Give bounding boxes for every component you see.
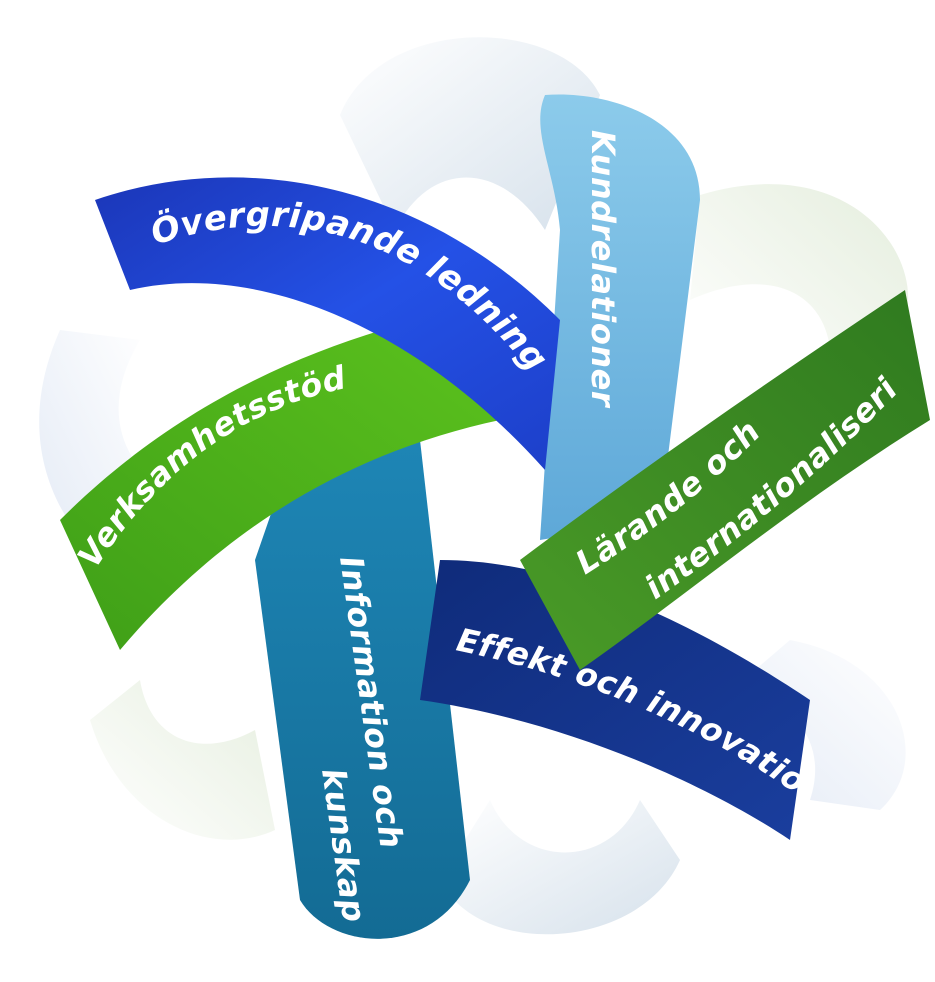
ribbon-back-loop-top [340, 37, 600, 231]
ribbon-verksamhetsstod [60, 310, 500, 650]
ribbon-kundrelationer [540, 94, 700, 540]
ribbon-back-loop-bottom [440, 800, 680, 935]
ribbon-larande [520, 290, 930, 670]
ribbon-effekt [420, 560, 810, 840]
ribbon-back-loop-lower-left [90, 680, 275, 840]
ribbon-information [255, 430, 470, 939]
ribbon-overgripande [95, 177, 560, 470]
label-kundrelationer: Kundrelationer [584, 130, 622, 409]
